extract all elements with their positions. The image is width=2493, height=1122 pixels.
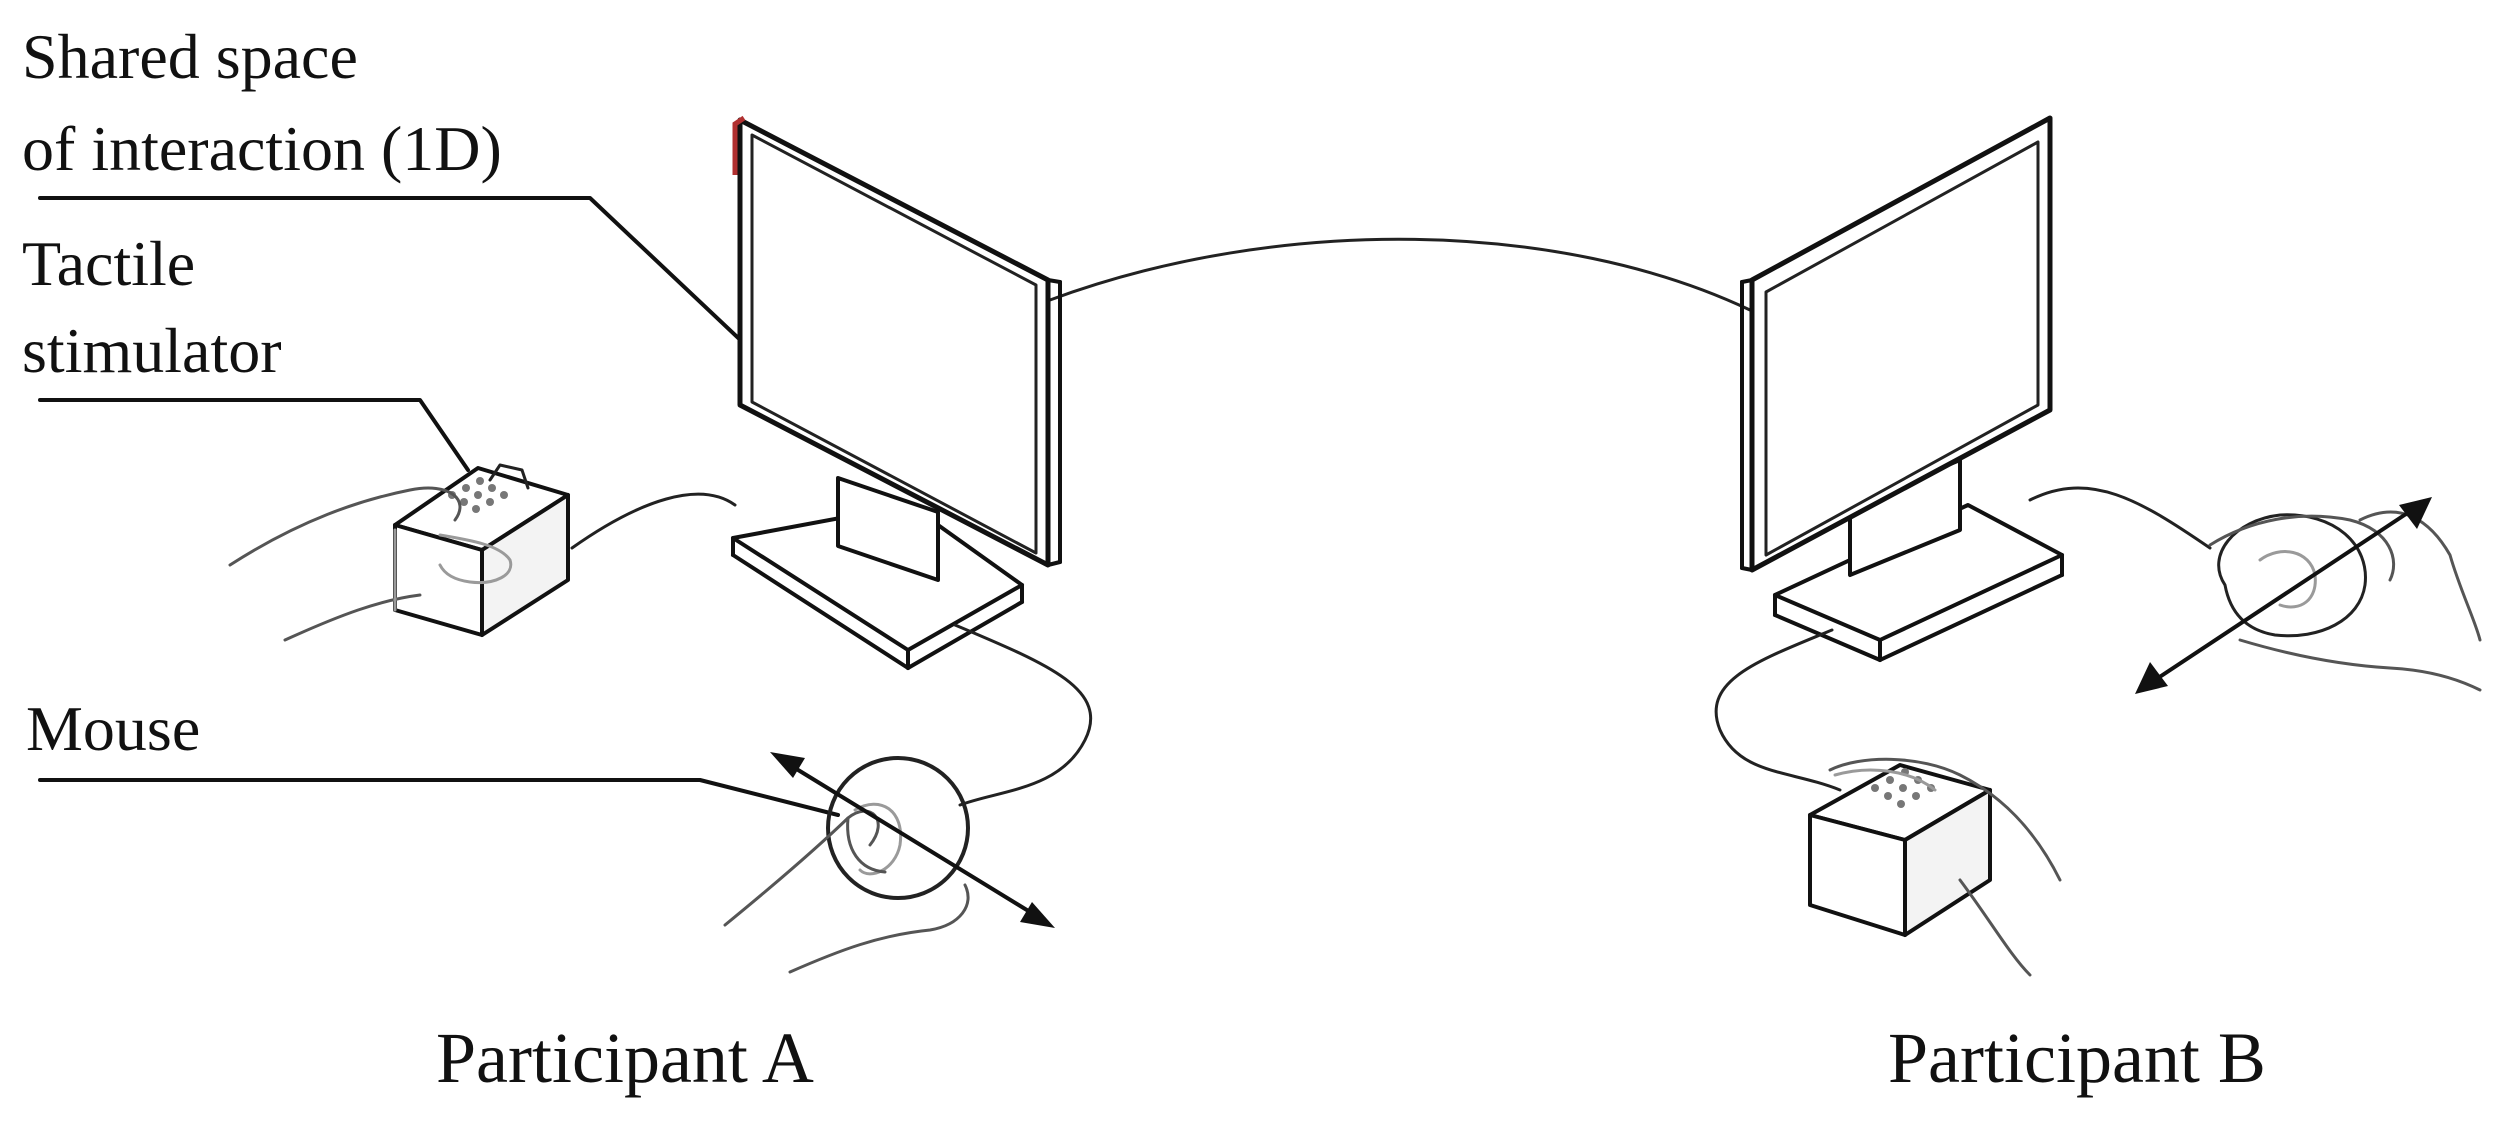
marker-red-corner [732,115,746,175]
cable-b-tactile [1714,628,1842,792]
monitor-a-stand [836,476,940,582]
cable-a-mouse [953,623,1093,807]
label-shared-space-line2: of interaction (1D) [22,113,502,184]
monitor-a-screen [750,133,1038,555]
hand-icon [1828,757,2062,977]
hand-icon [723,809,970,974]
double-arrow-icon [770,752,1055,928]
leader-line-mouse [38,778,840,817]
mouse-icon [2217,513,2367,638]
label-participant-b: Participant B [1888,1018,2266,1098]
hand-icon [2208,510,2482,692]
label-tactile-line1: Tactile [22,228,195,299]
cable-a-tactile [570,492,737,550]
mouse-icon [826,756,970,900]
cable-between-monitors [1048,237,1752,312]
label-mouse: Mouse [26,693,200,764]
monitor-b-screen [1764,140,2040,557]
double-arrow-icon [2135,497,2432,694]
label-shared-space-line1: Shared space [22,21,358,92]
cable-b-mouse [2028,486,2212,550]
label-participant-a: Participant A [436,1018,814,1098]
tactile-stimulator-icon [1808,763,1992,937]
tactile-stimulator-icon [393,463,570,637]
monitor-icon [731,115,1062,670]
label-tactile-line2: stimulator [22,315,282,386]
leader-line-shared-space [38,196,772,370]
monitor-b-bezel [1749,115,2053,573]
monitor-icon [1740,115,2064,662]
leader-line-tactile [38,398,470,472]
hand-icon [228,486,513,642]
